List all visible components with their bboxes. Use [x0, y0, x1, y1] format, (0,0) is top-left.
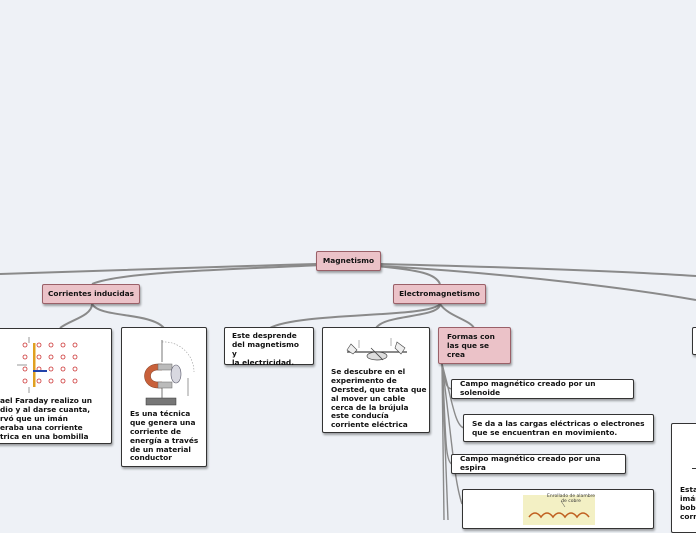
- root-node-label: Magnetismo: [322, 255, 375, 265]
- mindmap-canvas: [0, 263, 696, 520]
- node-solenoide-label: Campo magnético creado por un solenoide: [460, 379, 596, 397]
- node-cargas[interactable]: Se da a las cargas eléctricas o electron…: [463, 414, 654, 442]
- node-cargas-text: Se da a las cargas eléctricas o electron…: [472, 419, 645, 437]
- node-oersted-text: Se descubre en el experimento de Oersted…: [331, 367, 427, 430]
- node-formas-label: Formas con las que se crea: [447, 332, 495, 359]
- node-coil-picture[interactable]: Enrollado de alambre de cobre: [462, 489, 654, 529]
- node-tecnica-text: Es una técnica que genera una corriente …: [130, 409, 199, 463]
- node-corrientes-inducidas[interactable]: Corrientes inducidas: [42, 284, 140, 304]
- connector-root-right-edge: [380, 263, 696, 277]
- connector-formas-down-2: [441, 363, 449, 520]
- connector-root-corrientes: [91, 264, 323, 285]
- connector-electro-desprende: [269, 303, 441, 329]
- connector-formas-cargas: [441, 363, 465, 429]
- node-right-edge-small[interactable]: [692, 327, 696, 355]
- magnet-coil-picture: [144, 340, 195, 406]
- node-tecnica[interactable]: Es una técnica que genera una corriente …: [121, 327, 207, 467]
- node-esta[interactable]: Esta imán bobi corr: [671, 423, 696, 533]
- coil-picture-label: Enrollado de alambre de cobre: [547, 494, 596, 505]
- connector-root-left-edge: [0, 263, 317, 275]
- node-espira-label: Campo magnético creado por una espira: [460, 454, 601, 472]
- node-esta-text: Esta imán bobi corr: [680, 485, 696, 521]
- node-esta-mark: [692, 468, 696, 469]
- node-desprende-text: Este desprende del magnetismo y la elect…: [232, 331, 299, 367]
- connector-formas-picture: [441, 363, 463, 505]
- node-electromagnetismo[interactable]: Electromagnetismo: [393, 284, 486, 304]
- connector-root-far-right: [380, 265, 696, 301]
- connector-electro-formas: [439, 303, 475, 329]
- node-faraday[interactable]: ael Faraday realizo un dio y al darse cu…: [0, 328, 112, 444]
- connector-corrientes-faraday: [59, 303, 93, 329]
- node-corrientes-label: Corrientes inducidas: [47, 288, 135, 298]
- node-oersted[interactable]: Se descubre en el experimento de Oersted…: [322, 327, 430, 433]
- node-desprende[interactable]: Este desprende del magnetismo y la elect…: [224, 327, 314, 367]
- faraday-coil-picture: [17, 337, 78, 393]
- oersted-experiment-picture: [346, 338, 407, 361]
- node-electro-label: Electromagnetismo: [399, 288, 480, 298]
- node-espira[interactable]: Campo magnético creado por una espira: [451, 454, 626, 474]
- connector-electro-oersted: [375, 303, 441, 329]
- connector-corrientes-tecnica: [91, 303, 165, 329]
- node-faraday-text: ael Faraday realizo un dio y al darse cu…: [0, 396, 92, 441]
- node-formas[interactable]: Formas con las que se crea: [438, 327, 511, 364]
- node-solenoide[interactable]: Campo magnético creado por un solenoide: [451, 379, 634, 399]
- root-node-magnetismo[interactable]: Magnetismo: [316, 251, 381, 271]
